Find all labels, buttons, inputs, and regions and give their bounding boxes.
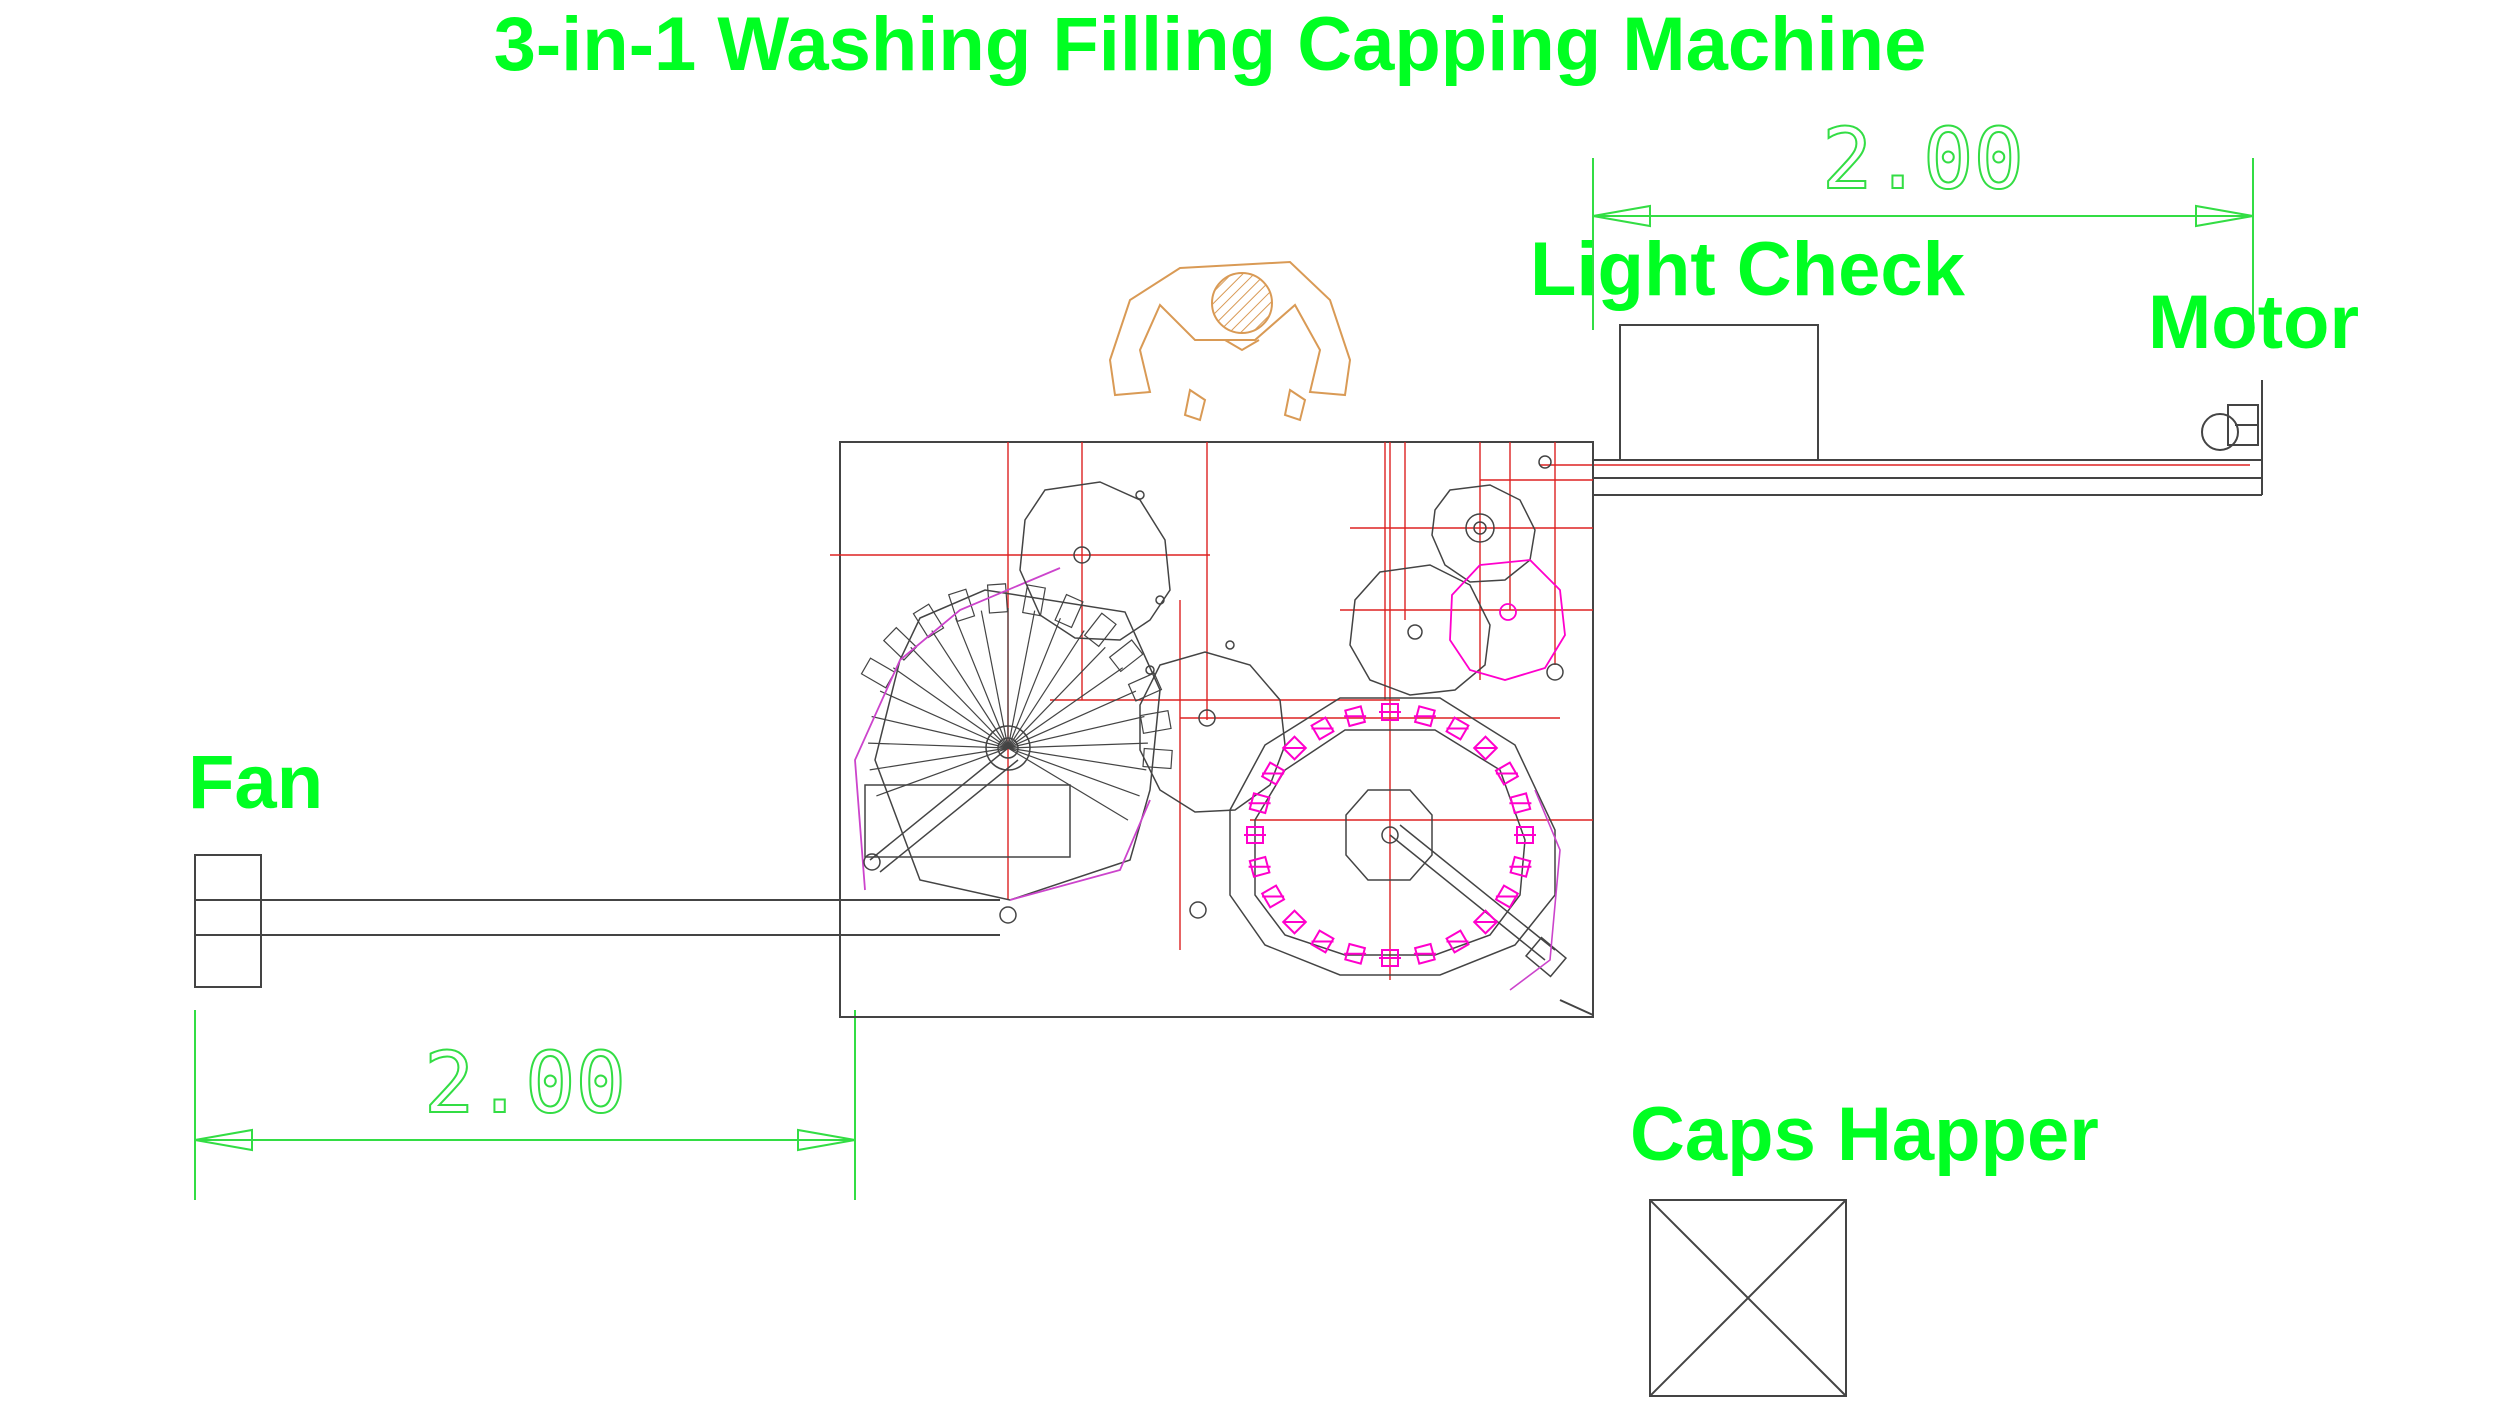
rinser-spoke (1007, 747, 1140, 797)
caps-hopper-box (1649, 1199, 1847, 1397)
rinser-gripper (1139, 710, 1172, 734)
rinser-spoke (1007, 715, 1145, 749)
filling-valve (1445, 716, 1470, 741)
rinser-grippers (860, 583, 1173, 770)
cap-chute-wheel (1431, 484, 1536, 583)
rinser-spoke (871, 715, 1009, 749)
filling-valves (1244, 703, 1536, 967)
caps-hopper-label: Caps Happer (1630, 1092, 2099, 1177)
filling-valve (1260, 761, 1286, 786)
filling-valve (1248, 792, 1271, 815)
machine-frame (839, 441, 1594, 1018)
rinser-spoke (876, 747, 1009, 797)
capper-wheel (1349, 564, 1491, 696)
filling-valve (1472, 735, 1499, 761)
filling-valve (1248, 855, 1271, 878)
rinser-spoke (1007, 747, 1129, 821)
motor-label: Motor (2148, 280, 2359, 365)
filling-valve (1310, 929, 1335, 954)
rinser-gripper (1108, 639, 1144, 673)
infeed-screw (863, 747, 1019, 924)
filling-valve (1472, 909, 1499, 935)
rinser-spoke (1007, 747, 1147, 771)
fan-label: Fan (188, 740, 323, 825)
rinser-spoke (1007, 690, 1137, 749)
filling-valve (1260, 884, 1286, 909)
rinser-gripper (1022, 584, 1046, 617)
motor-symbol (2201, 380, 2263, 451)
rinser-spoke (1007, 646, 1106, 749)
rinser-spoke (1007, 742, 1148, 749)
top-dimension-value: 2.00 (1822, 110, 2024, 208)
fan-unit (194, 854, 262, 988)
filling-valve (1413, 705, 1436, 728)
rinser-spoke (879, 690, 1009, 749)
rinser-gripper (947, 588, 976, 623)
rinser-spoke (1007, 610, 1036, 749)
filling-valve (1413, 942, 1436, 965)
rinser-spokes (868, 608, 1148, 821)
rinser-spoke (955, 617, 1009, 749)
filling-valve (1509, 792, 1532, 815)
capping-heads (1449, 559, 1566, 681)
filling-valve (1310, 716, 1335, 741)
operator-figure (1108, 260, 1352, 422)
filling-valve (1344, 705, 1367, 728)
filling-valve (1509, 855, 1532, 878)
filling-valve (1379, 703, 1401, 721)
filler-carousel (1189, 697, 1568, 978)
filler-guide (1509, 789, 1561, 991)
rinser-guide (854, 567, 1151, 901)
output-conveyor (1592, 400, 2263, 1015)
rinser-gripper (912, 603, 945, 639)
rinser-spoke (1007, 667, 1124, 749)
rinser-gripper (1127, 672, 1163, 702)
rinser-spoke (1007, 630, 1085, 749)
transfer-wheel-2 (1139, 640, 1286, 813)
rinser-spoke (910, 646, 1009, 749)
top-dimension (1592, 158, 2254, 330)
filling-valve (1379, 949, 1401, 967)
rinser-spoke (869, 747, 1009, 771)
rinser-spoke (1007, 617, 1061, 749)
light-check-label: Light Check (1530, 227, 1966, 312)
light-check-box (1619, 324, 1819, 461)
filling-valve (1281, 909, 1308, 935)
filling-valve (1445, 929, 1470, 954)
transfer-wheel-1 (1019, 481, 1171, 641)
input-conveyor (261, 899, 1000, 936)
rinser-spoke (980, 610, 1009, 749)
rinser-gripper (882, 626, 918, 661)
drawing-title: 3-in-1 Washing Filling Capping Machine (494, 2, 1927, 87)
bottom-dimension (194, 1010, 856, 1200)
rinser-gripper (986, 583, 1009, 614)
filling-valve (1344, 942, 1367, 965)
rinser-gripper (1083, 612, 1117, 648)
rinser-spoke (868, 742, 1009, 749)
filling-valve (1244, 826, 1266, 844)
bottom-dimension-value: 2.00 (424, 1034, 626, 1132)
filling-valve (1281, 735, 1308, 761)
filling-valve (1494, 761, 1520, 786)
rinser-spoke (892, 667, 1009, 749)
filling-valve (1514, 826, 1536, 844)
rinser-gripper (1054, 593, 1084, 629)
rinser-spoke (931, 630, 1009, 749)
filling-valve (1494, 884, 1520, 909)
